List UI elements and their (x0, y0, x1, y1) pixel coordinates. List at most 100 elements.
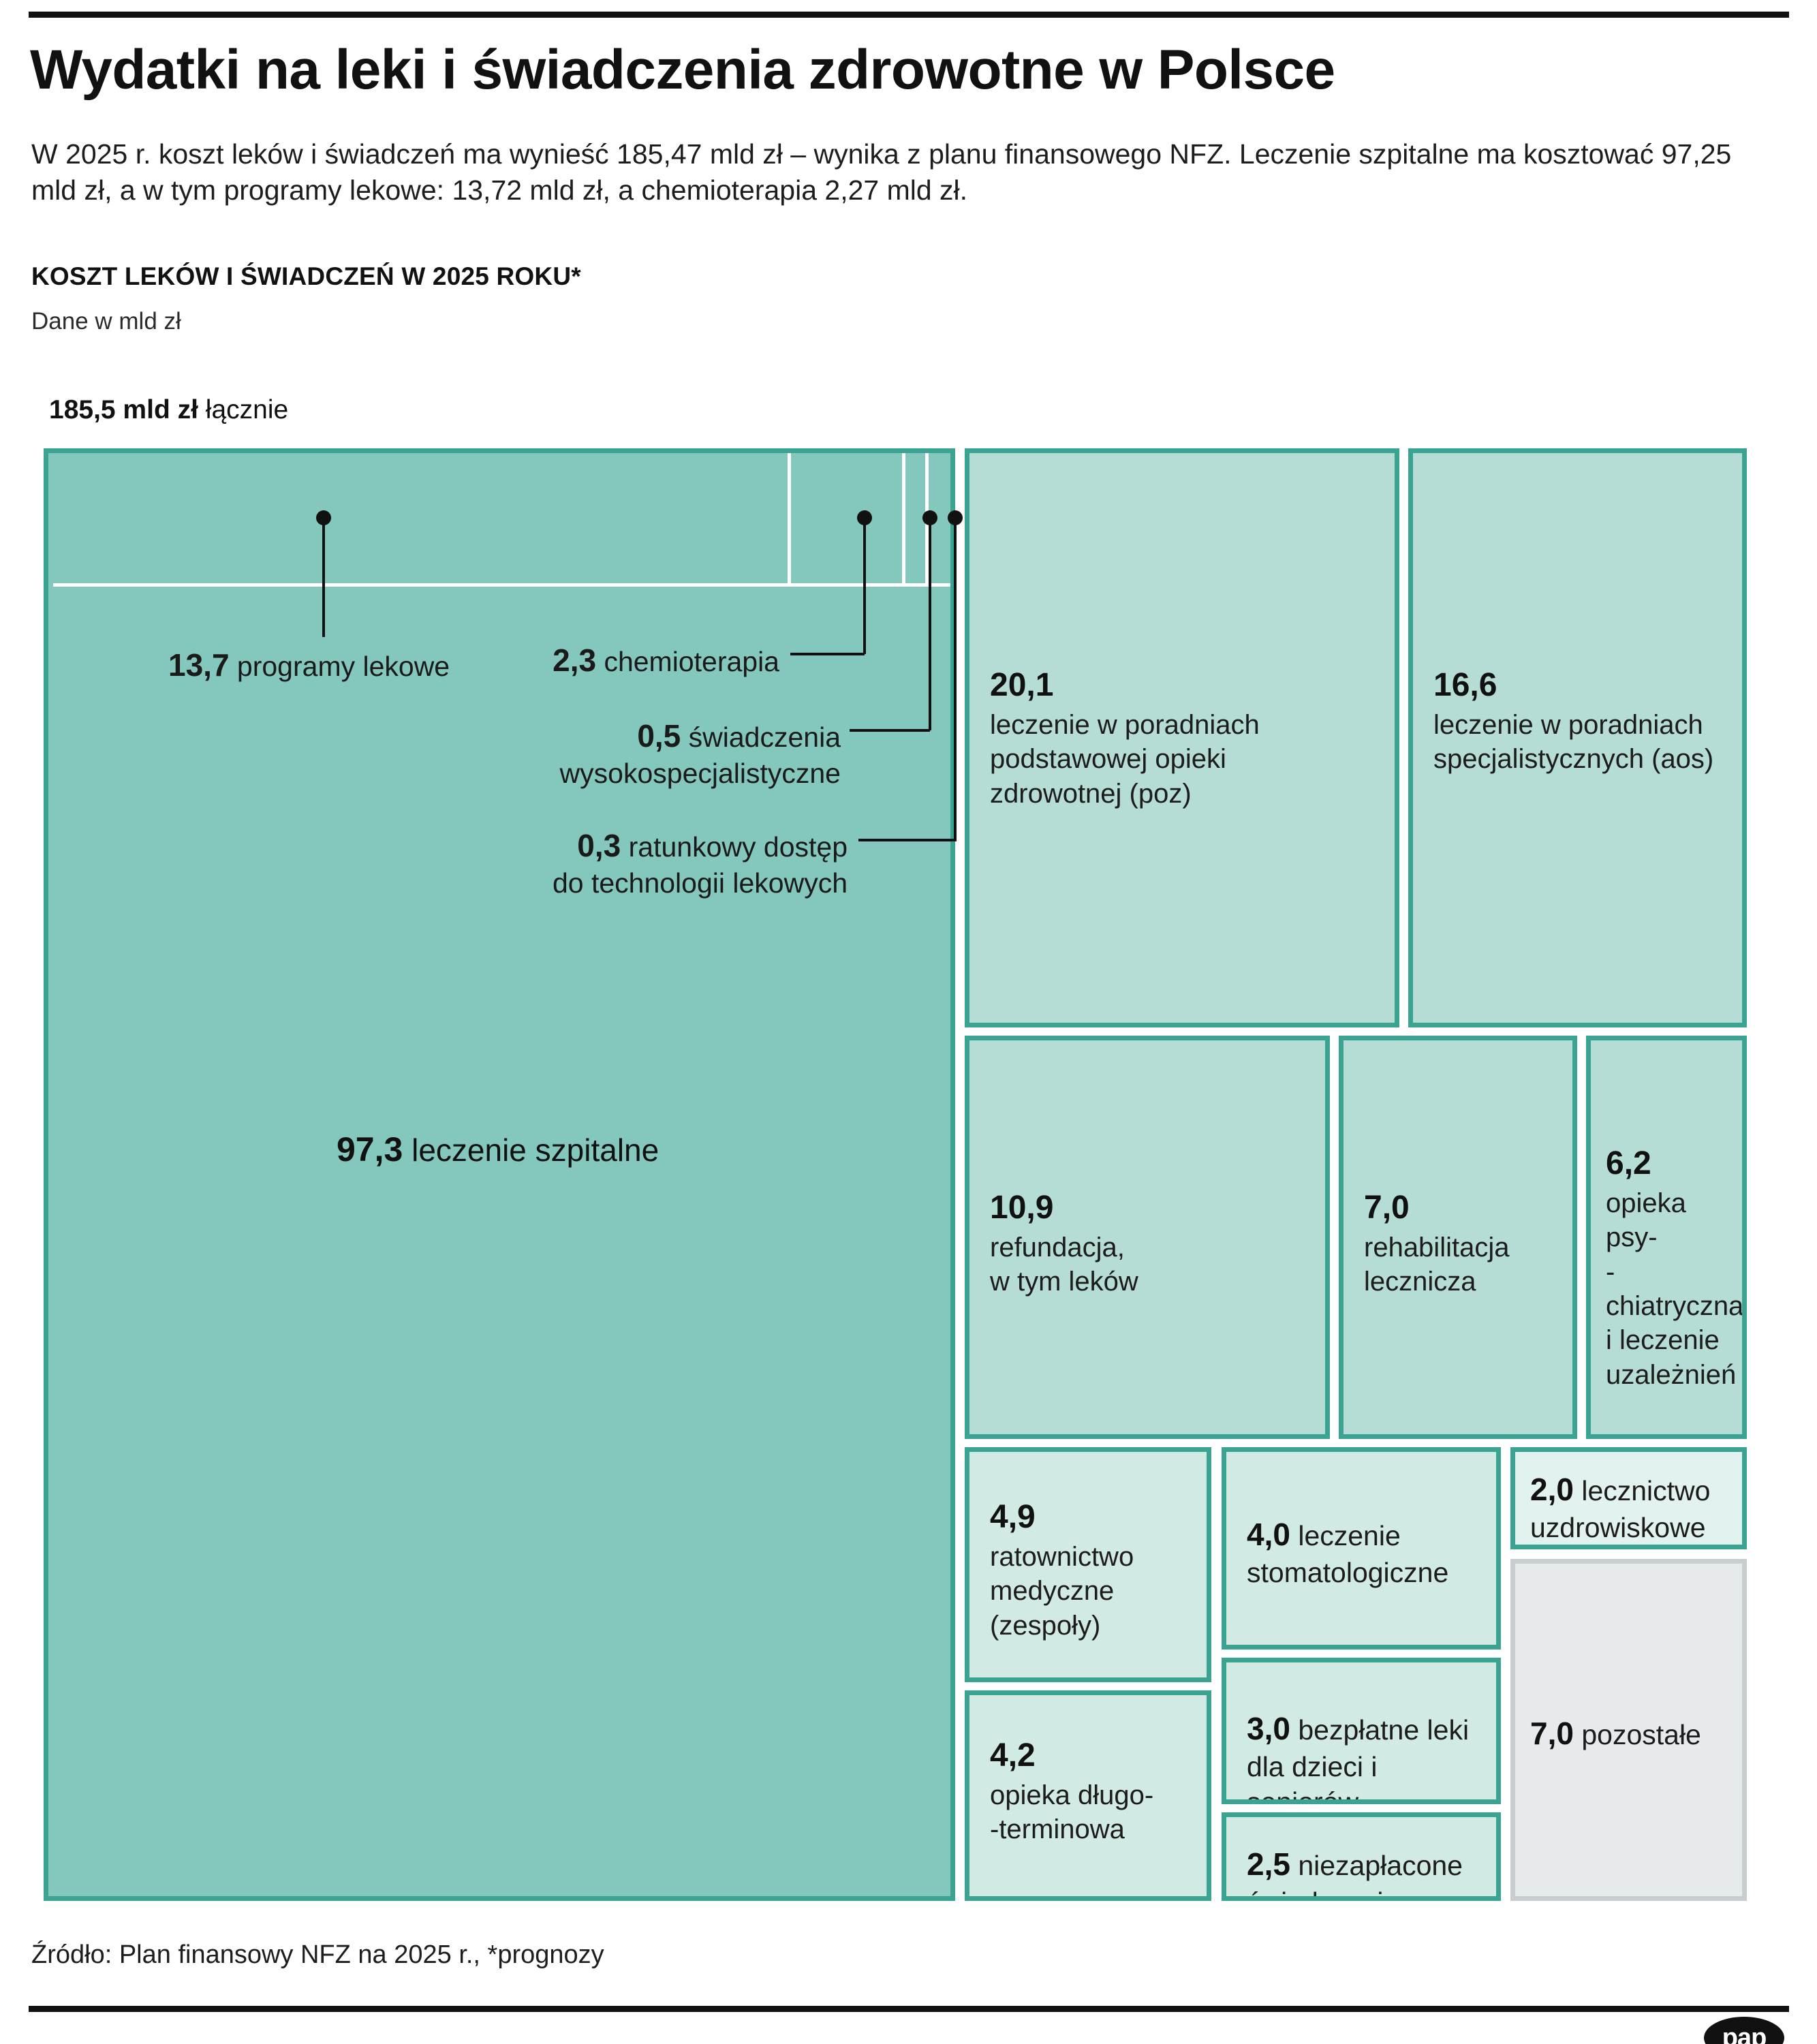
treemap-cell-pozostale[interactable]: 7,0 pozostałe (1510, 1559, 1747, 1901)
callout-line-programy-lekowe (322, 518, 325, 637)
stomatologiczne-line2: stomatologiczne (1247, 1556, 1449, 1588)
treemap-cell-aos[interactable]: 16,6 leczenie w poradniach specjalistycz… (1408, 448, 1747, 1027)
treemap-chart: 97,3 leczenie szpitalne 13,7 programy le… (44, 448, 1747, 1901)
total-label: 185,5 mld zł łącznie (49, 395, 288, 425)
pozostale-content: 7,0 pozostałe (1515, 1700, 1742, 1767)
aos-label: leczenie w poradniach specjalistycznych … (1433, 708, 1722, 777)
niezaplacone-content: 2,5 niezapłacone świadczenia z poprzedni… (1226, 1821, 1496, 1896)
treemap-cell-psychiatryczna[interactable]: 6,2 opieka psy- -chiatryczna i leczenie … (1586, 1036, 1747, 1439)
poz-line3: zdrowotnej (poz) (990, 778, 1192, 809)
hero-divider-vertical-1 (788, 453, 791, 583)
refundacja-value: 10,9 (990, 1190, 1054, 1226)
chemioterapia-label: chemioterapia (596, 646, 779, 677)
stomatologiczne-value: 4,0 (1247, 1517, 1290, 1552)
aos-line1: leczenie w poradniach (1433, 709, 1703, 740)
ratunkowy-value: 0,3 (577, 828, 621, 863)
dlugoterminowa-line1: opieka długo- (990, 1780, 1154, 1810)
psychiatryczna-line1: opieka psy- (1606, 1188, 1686, 1253)
callout-wysokospecjalistyczne: 0,5 świadczenia wysokospecjalistyczne (452, 717, 841, 792)
top-rule (29, 12, 1789, 18)
niezaplacone-line1: niezapłacone (1290, 1850, 1463, 1881)
callout-chemioterapia: 2,3 chemioterapia (452, 641, 779, 681)
refundacja-content: 10,9 refundacja, w tym leków (969, 1166, 1325, 1322)
ratunkowy-line2: do technologii lekowych (552, 867, 848, 899)
uzdrowiskowe-line2: uzdrowiskowe (1530, 1511, 1706, 1543)
wysoko-value: 0,5 (637, 718, 681, 754)
refundacja-label: refundacja, w tym leków (990, 1230, 1305, 1299)
callout-line-ratunkowy-v (954, 518, 957, 841)
callout-line-chemioterapia-v (863, 518, 866, 654)
programy-lekowe-label: programy lekowe (229, 651, 450, 682)
bezplatne-leki-value: 3,0 (1247, 1711, 1290, 1746)
aos-content: 16,6 leczenie w poradniach specjalistycz… (1413, 644, 1742, 800)
wysoko-line2: wysokospecjalistyczne (559, 757, 841, 789)
total-suffix: łącznie (198, 395, 289, 424)
chart-units-label: Dane w mld zł (31, 308, 181, 335)
stomatologiczne-content: 4,0 leczenie stomatologiczne (1226, 1491, 1496, 1613)
psychiatryczna-line3: i leczenie (1606, 1325, 1720, 1356)
pozostale-line1: pozostałe (1573, 1719, 1701, 1750)
treemap-cell-bezplatne-leki[interactable]: 3,0 bezpłatne leki dla dzieci i seniorów (1222, 1658, 1501, 1804)
chemioterapia-value: 2,3 (553, 642, 597, 678)
szpitalne-value: 97,3 (337, 1130, 403, 1168)
niezaplacone-value: 2,5 (1247, 1846, 1290, 1882)
psychiatryczna-line4: uzależnień (1606, 1359, 1737, 1390)
programy-lekowe-value: 13,7 (168, 647, 230, 683)
treemap-cell-uzdrowiskowe[interactable]: 2,0 lecznictwo uzdrowiskowe (1510, 1447, 1747, 1549)
uzdrowiskowe-content: 2,0 lecznictwo uzdrowiskowe (1515, 1456, 1742, 1545)
treemap-cell-refundacja[interactable]: 10,9 refundacja, w tym leków (965, 1036, 1330, 1439)
uzdrowiskowe-value: 2,0 (1530, 1472, 1574, 1507)
poz-line2: podstawowej opieki (990, 744, 1226, 775)
callout-programy-lekowe: 13,7 programy lekowe (168, 646, 450, 685)
source-note: Źródło: Plan finansowy NFZ na 2025 r., *… (31, 1940, 604, 1969)
treemap-cell-rehabilitacja[interactable]: 7,0 rehabilitacja lecznicza (1339, 1036, 1577, 1439)
ratownictwo-value: 4,9 (990, 1499, 1036, 1535)
hero-divider-vertical-2 (902, 453, 905, 583)
psychiatryczna-line2: -chiatryczna (1606, 1256, 1744, 1321)
rehabilitacja-line2: lecznicza (1364, 1267, 1476, 1297)
rehabilitacja-label: rehabilitacja lecznicza (1364, 1230, 1552, 1299)
total-value: 185,5 mld zł (49, 395, 198, 424)
niezaplacone-line2: świadczenia (1247, 1887, 1399, 1896)
treemap-cell-ratownictwo[interactable]: 4,9 ratownictwo medyczne (zespoły) (965, 1447, 1211, 1682)
poz-line1: leczenie w poradniach (990, 709, 1260, 740)
treemap-cell-dlugoterminowa[interactable]: 4,2 opieka długo- -terminowa (965, 1690, 1211, 1901)
bottom-rule (29, 2006, 1789, 2012)
ratownictwo-line2: medyczne (990, 1576, 1115, 1607)
wysoko-line1: świadczenia (681, 722, 841, 753)
aos-value: 16,6 (1433, 667, 1497, 703)
callout-line-wysoko-h (850, 729, 930, 732)
bezplatne-leki-content: 3,0 bezpłatne leki dla dzieci i seniorów (1226, 1686, 1496, 1804)
poz-content: 20,1 leczenie w poradniach podstawowej o… (969, 644, 1395, 834)
treemap-cell-poz[interactable]: 20,1 leczenie w poradniach podstawowej o… (965, 448, 1399, 1027)
poz-value: 20,1 (990, 667, 1054, 703)
ratownictwo-line1: ratownictwo (990, 1541, 1134, 1572)
treemap-cell-szpitalne[interactable] (44, 448, 955, 1901)
callout-line-chemioterapia-h (790, 653, 865, 655)
rehabilitacja-line1: rehabilitacja (1364, 1232, 1510, 1263)
bezplatne-leki-line2: dla dzieci i seniorów (1247, 1750, 1378, 1804)
dlugoterminowa-label: opieka długo- -terminowa (990, 1778, 1186, 1847)
ratownictwo-label: ratownictwo medyczne (zespoły) (990, 1540, 1186, 1643)
psychiatryczna-label: opieka psy- -chiatryczna i leczenie uzal… (1606, 1186, 1742, 1392)
standfirst-text: W 2025 r. koszt leków i świadczeń ma wyn… (31, 138, 1732, 206)
pozostale-value: 7,0 (1530, 1716, 1574, 1751)
dlugoterminowa-line2: -terminowa (990, 1814, 1125, 1845)
rehabilitacja-value: 7,0 (1364, 1190, 1410, 1226)
refundacja-line2: w tym leków (990, 1267, 1138, 1297)
stomatologiczne-line1: leczenie (1290, 1520, 1401, 1551)
treemap-cell-niezaplacone[interactable]: 2,5 niezapłacone świadczenia z poprzedni… (1222, 1812, 1501, 1901)
treemap-cell-stomatologiczne[interactable]: 4,0 leczenie stomatologiczne (1222, 1447, 1501, 1650)
psychiatryczna-content: 6,2 opieka psy- -chiatryczna i leczenie … (1591, 1122, 1742, 1415)
ratownictwo-content: 4,9 ratownictwo medyczne (zespoły) (969, 1476, 1207, 1666)
dlugoterminowa-content: 4,2 opieka długo- -terminowa (969, 1714, 1207, 1870)
bezplatne-leki-line1: bezpłatne leki (1290, 1714, 1470, 1746)
szpitalne-label: leczenie szpitalne (411, 1132, 659, 1168)
treemap-label-szpitalne: 97,3 leczenie szpitalne (337, 1130, 659, 1169)
callout-line-wysoko-v (929, 518, 931, 730)
psychiatryczna-value: 6,2 (1606, 1145, 1651, 1181)
aos-line2: specjalistycznych (aos) (1433, 744, 1714, 775)
page-title: Wydatki na leki i świadczenia zdrowotne … (30, 39, 1335, 101)
callout-line-ratunkowy-h (858, 839, 955, 841)
